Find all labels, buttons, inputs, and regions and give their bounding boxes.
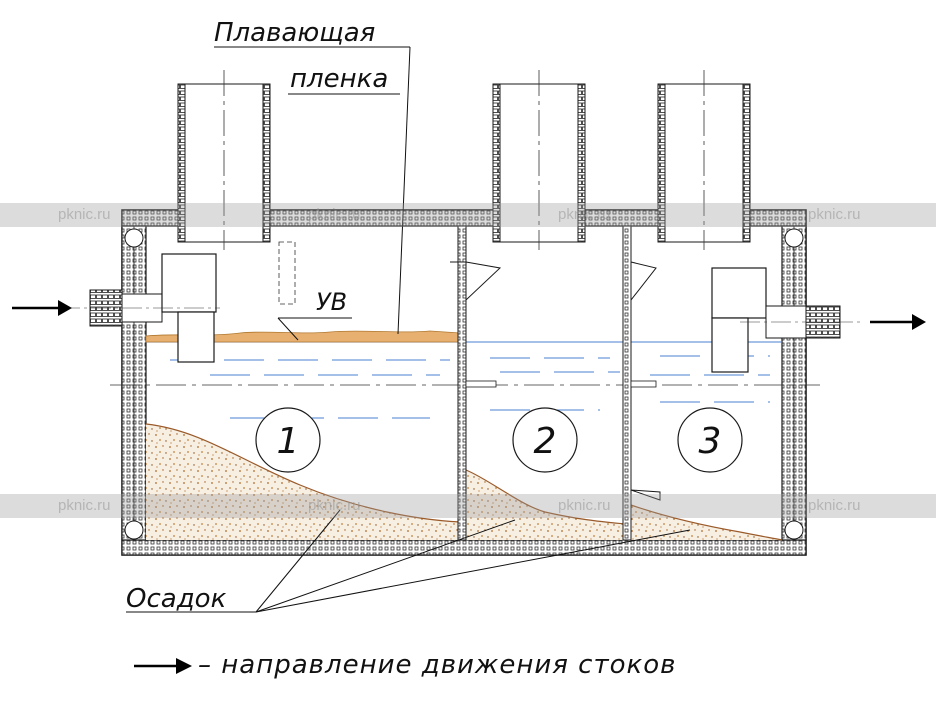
svg-text:2: 2 <box>534 421 557 462</box>
hidden-pipe-outline <box>278 241 296 305</box>
svg-text:3: 3 <box>699 421 722 462</box>
inflow-arrow <box>12 300 72 316</box>
partition-1 <box>450 225 502 541</box>
legend-arrow <box>134 658 192 674</box>
chamber-number-2: 2 <box>512 407 578 473</box>
flow-direction-legend: – направление движения стоков <box>198 650 677 680</box>
watermark-text: pknic.ru <box>58 206 111 223</box>
watermark-text: pknic.ru <box>558 206 611 223</box>
riser-2 <box>492 70 586 250</box>
chamber-number-3: 3 <box>677 407 743 473</box>
watermark-text: pknic.ru <box>558 497 611 514</box>
sediment-label: Осадок <box>126 584 227 614</box>
watermark-text: pknic.ru <box>808 206 861 223</box>
watermark-text: pknic.ru <box>808 497 861 514</box>
water-level-label: УВ <box>316 288 348 316</box>
water-level-marker <box>277 317 352 341</box>
film-leader <box>214 46 411 335</box>
sediment-leaders <box>126 509 691 613</box>
floating-film-label-line2: пленка <box>290 64 389 94</box>
inlet-pipe <box>60 253 220 363</box>
tank-bottom-wall <box>121 539 807 556</box>
watermark-text: pknic.ru <box>308 497 361 514</box>
outflow-arrow <box>870 314 926 330</box>
riser-3 <box>657 70 751 250</box>
outlet-pipe <box>711 267 860 373</box>
watermark-strip-top <box>0 203 936 227</box>
sediment-layer <box>145 423 783 541</box>
riser-1 <box>177 70 271 250</box>
chamber-number-1: 1 <box>255 407 321 473</box>
watermark-strip-mid <box>0 494 936 518</box>
floating-film-label-line1: Плавающая <box>214 18 376 48</box>
partition-2 <box>622 225 661 541</box>
svg-text:1: 1 <box>277 421 300 462</box>
watermark-text: pknic.ru <box>58 497 111 514</box>
watermark-text: pknic.ru <box>308 206 361 223</box>
